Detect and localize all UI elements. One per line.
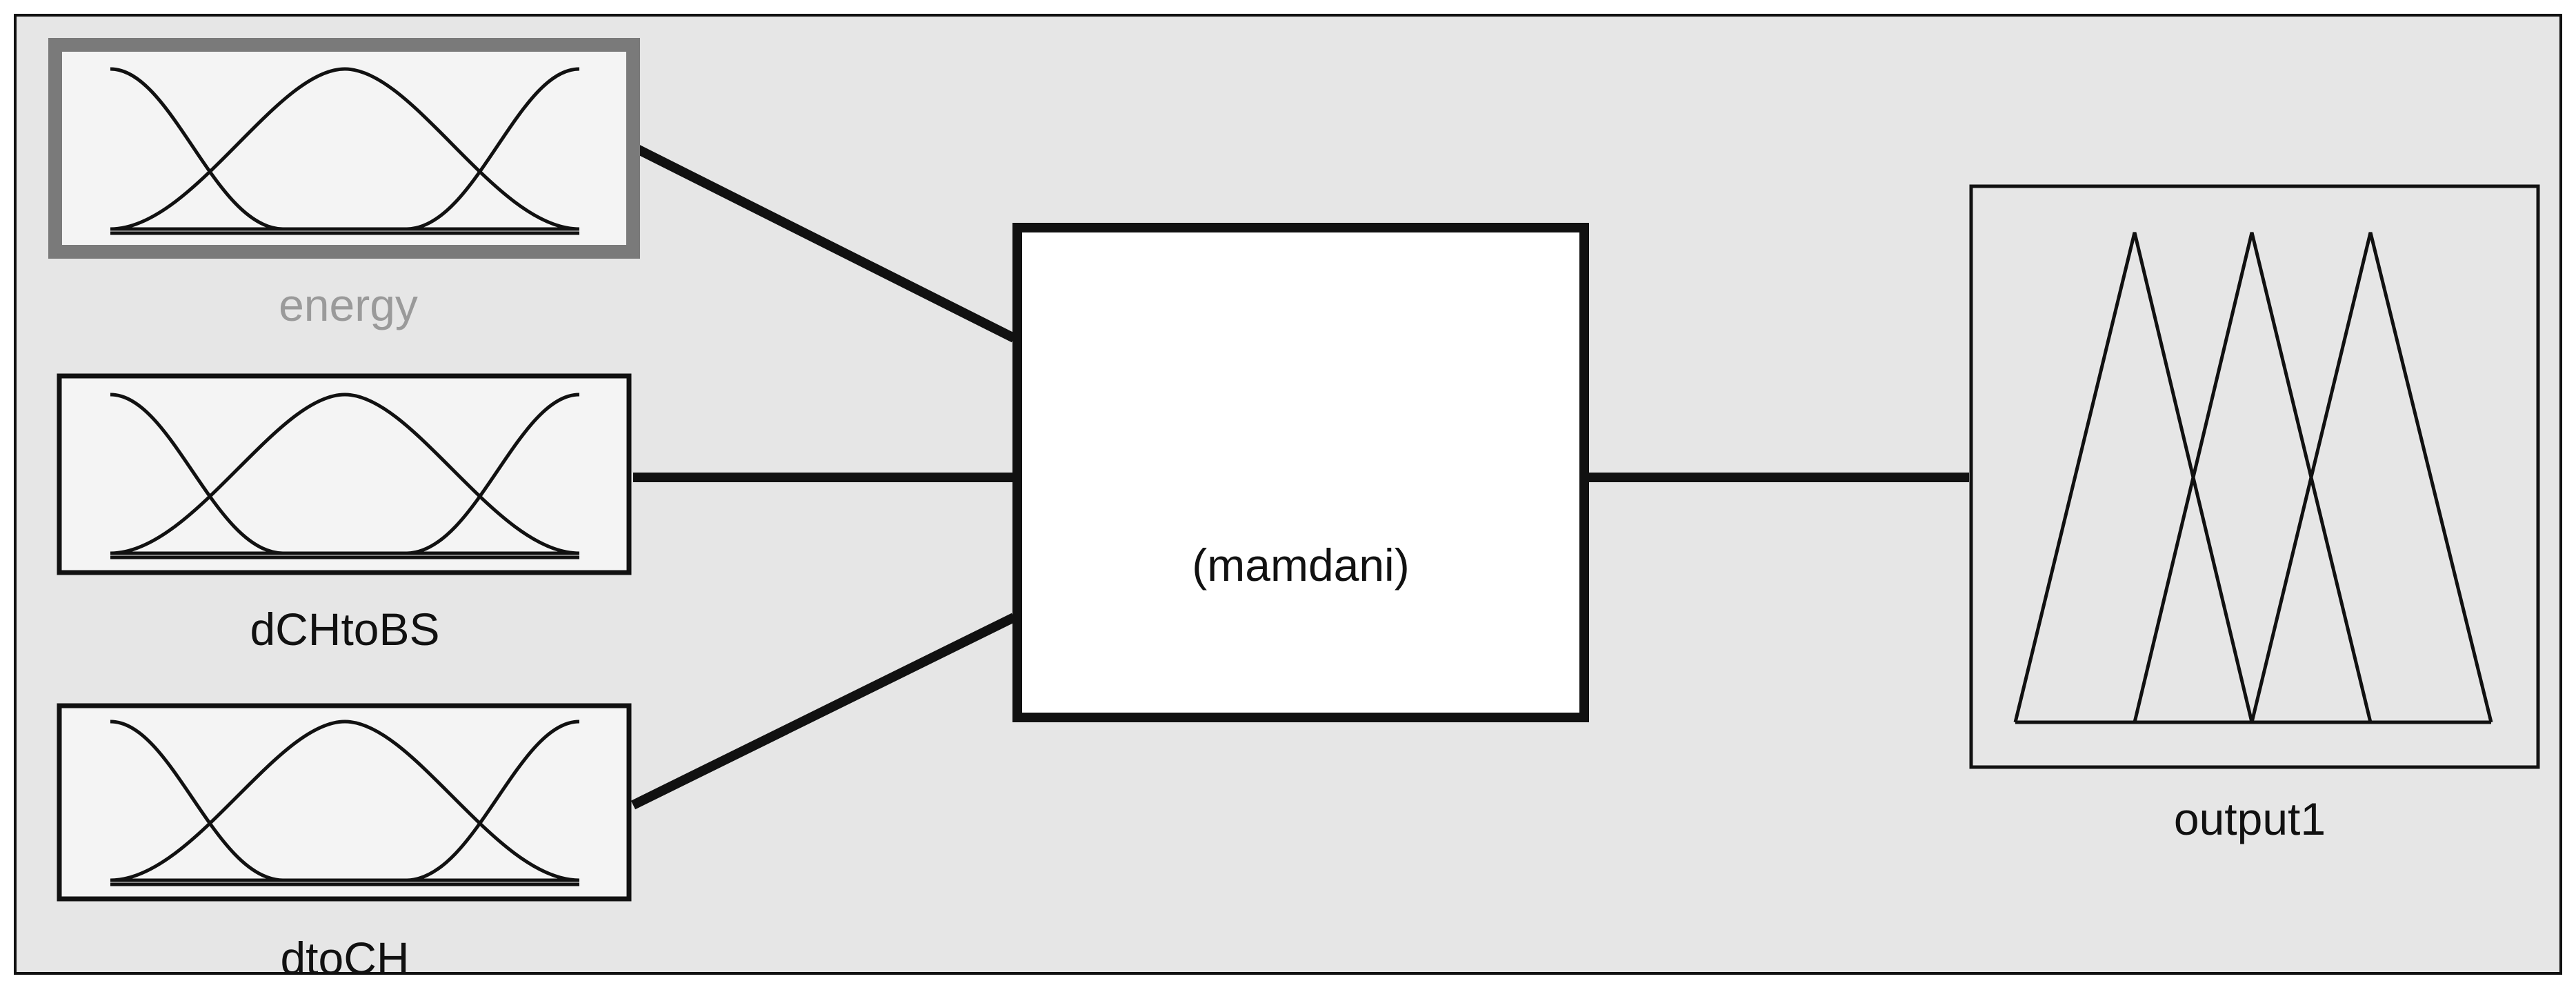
connection-energy-to-system bbox=[633, 143, 1017, 343]
mf-curve bbox=[110, 720, 579, 882]
mf-curve bbox=[110, 67, 580, 231]
inference-system-block[interactable]: (mamdani) bbox=[1012, 223, 1589, 722]
membership-functions-dtoch bbox=[110, 720, 580, 886]
inference-type-label: (mamdani) bbox=[1192, 539, 1409, 591]
connection-dtoch-to-system bbox=[630, 613, 1017, 810]
mf-curve bbox=[110, 67, 579, 231]
mf-triangle bbox=[2013, 232, 2254, 723]
membership-functions-energy bbox=[110, 67, 580, 235]
mf-curve bbox=[110, 720, 580, 882]
mf-curve bbox=[110, 393, 580, 555]
input-label-dchtobs: dCHtoBS bbox=[250, 604, 439, 655]
input-label-dtoch: dtoCH bbox=[280, 933, 409, 984]
input-block-dtoch[interactable]: dtoCH bbox=[57, 703, 632, 984]
input-block-dchtobs[interactable]: dCHtoBS bbox=[57, 373, 632, 655]
membership-functions-dchtobs bbox=[110, 393, 580, 559]
mf-curve bbox=[110, 67, 580, 231]
output-block-output1[interactable]: output1 bbox=[1969, 184, 2540, 844]
mf-triangle bbox=[2133, 232, 2373, 723]
input-label-energy: energy bbox=[279, 279, 418, 330]
inference-system-frame bbox=[1012, 223, 1589, 722]
input-block-energy[interactable]: energy bbox=[48, 38, 640, 330]
membership-functions-output1 bbox=[2013, 232, 2493, 724]
mf-curve bbox=[110, 393, 579, 555]
connections bbox=[630, 143, 1969, 810]
output-label: output1 bbox=[2174, 793, 2326, 844]
mf-curve bbox=[110, 720, 580, 882]
output-block-frame bbox=[1969, 184, 2540, 769]
mf-triangle bbox=[2250, 232, 2493, 723]
mf-curve bbox=[110, 393, 580, 555]
